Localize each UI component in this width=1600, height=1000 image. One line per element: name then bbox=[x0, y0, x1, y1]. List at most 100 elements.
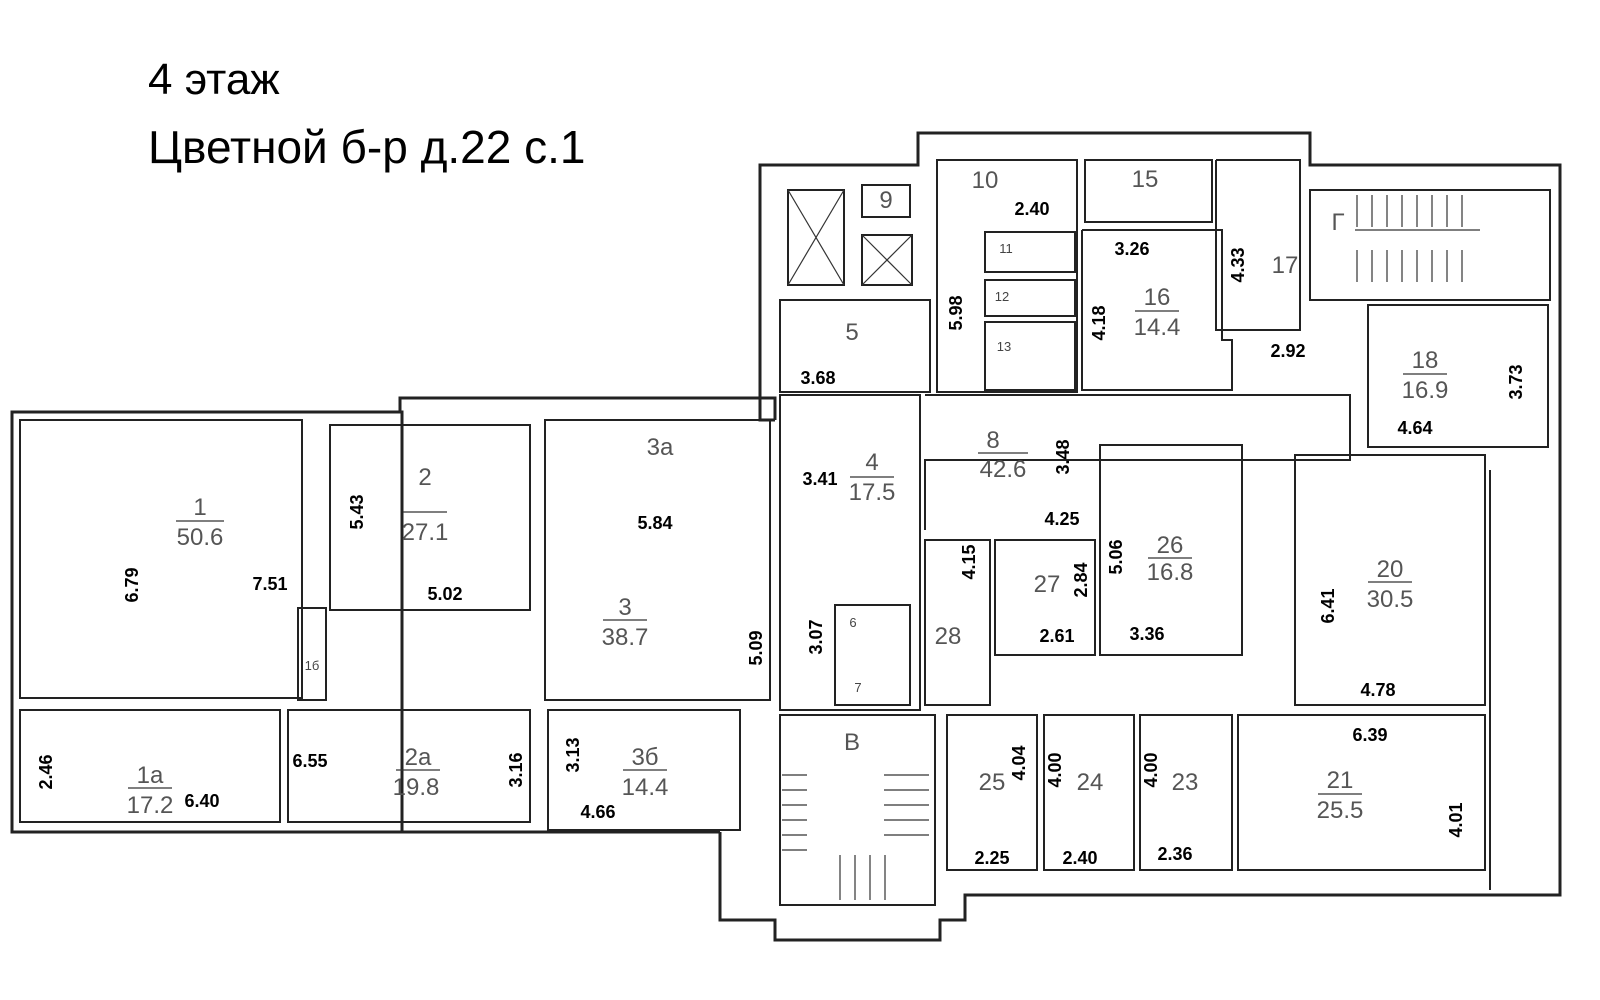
room-number: 26 bbox=[1157, 532, 1184, 559]
room-24-walls bbox=[1043, 714, 1135, 871]
room-21-walls bbox=[1237, 714, 1486, 871]
stair-g-steps bbox=[1355, 195, 1480, 282]
room-2a-walls bbox=[287, 709, 531, 823]
room-number: 2 bbox=[418, 464, 431, 491]
dimension: 3.68 bbox=[800, 368, 835, 388]
room-area: 27.1 bbox=[402, 519, 449, 546]
dimension: 4.66 bbox=[580, 802, 615, 822]
dimension: 3.36 bbox=[1129, 624, 1164, 644]
dimension: 5.06 bbox=[1106, 539, 1126, 574]
dimension: 4.15 bbox=[959, 544, 979, 579]
dimension: 3.13 bbox=[563, 737, 583, 772]
dimension: 4.00 bbox=[1141, 752, 1161, 787]
room-area: 42.6 bbox=[980, 456, 1027, 483]
room-9-walls bbox=[861, 184, 911, 218]
room-number: 27 bbox=[1034, 571, 1061, 598]
room-number: 7 bbox=[854, 680, 861, 695]
dimension: 2.46 bbox=[36, 754, 56, 789]
room-number: 1б bbox=[305, 658, 320, 673]
room-area: 50.6 bbox=[177, 524, 224, 551]
dimension: 6.55 bbox=[292, 751, 327, 771]
stair-b-walls bbox=[779, 714, 936, 906]
room-area: 38.7 bbox=[602, 624, 649, 651]
dimension: 4.25 bbox=[1044, 509, 1079, 529]
room-4-walls bbox=[779, 394, 921, 711]
room-number: 28 bbox=[935, 623, 962, 650]
room-number: 3а bbox=[647, 434, 674, 461]
room-3-walls bbox=[544, 419, 771, 701]
room-number: 11 bbox=[999, 241, 1013, 256]
room-8-walls bbox=[924, 394, 1351, 530]
dimension: 2.25 bbox=[974, 848, 1009, 868]
room-3b-walls bbox=[547, 709, 741, 831]
room-2-walls bbox=[329, 424, 531, 611]
middle-top-wall bbox=[398, 396, 777, 420]
stair-b-steps bbox=[782, 774, 929, 900]
room-area: 16.9 bbox=[1402, 377, 1449, 404]
room-number: 6 bbox=[849, 615, 856, 630]
room-10-walls bbox=[936, 159, 1078, 393]
room-number: 1а bbox=[137, 762, 164, 789]
room-area: 25.5 bbox=[1317, 797, 1364, 824]
room-11-walls bbox=[984, 231, 1076, 273]
room-number: 25 bbox=[979, 769, 1006, 796]
room-number: 20 bbox=[1377, 556, 1404, 583]
dimension: 2.84 bbox=[1071, 562, 1091, 597]
dimension: 3.07 bbox=[806, 619, 826, 654]
room-area: 14.4 bbox=[1134, 314, 1181, 341]
stair-label: Г bbox=[1332, 209, 1345, 236]
room-number: 4 bbox=[865, 449, 878, 476]
room-number: 16 bbox=[1144, 284, 1171, 311]
dimension: 3.16 bbox=[506, 752, 526, 787]
room-number: 24 bbox=[1077, 769, 1104, 796]
dimension: 2.36 bbox=[1157, 844, 1192, 864]
room-28-walls bbox=[924, 539, 991, 706]
dimension: 4.04 bbox=[1009, 745, 1029, 780]
room-15-walls bbox=[1084, 159, 1213, 223]
room-5-walls bbox=[779, 299, 931, 393]
dimension: 2.40 bbox=[1062, 848, 1097, 868]
bottom-wall bbox=[718, 832, 1490, 942]
left-wing-outer-wall bbox=[10, 410, 404, 834]
address-title: Цветной б-р д.22 с.1 bbox=[148, 121, 586, 173]
room-area: 19.8 bbox=[393, 774, 440, 801]
room-number: 17 bbox=[1272, 252, 1299, 279]
room-number: 13 bbox=[997, 339, 1011, 354]
dimension: 4.01 bbox=[1446, 802, 1466, 837]
room-number: 9 bbox=[879, 187, 892, 214]
room-number: 3 bbox=[618, 594, 631, 621]
room-1a-walls bbox=[19, 709, 281, 823]
dimension: 2.92 bbox=[1270, 341, 1305, 361]
room-17-walls bbox=[1215, 159, 1301, 331]
room-number: 2а bbox=[405, 744, 432, 771]
dimension: 2.40 bbox=[1014, 199, 1049, 219]
dimension: 2.61 bbox=[1039, 626, 1074, 646]
dimension: 7.51 bbox=[252, 574, 287, 594]
room-13-walls bbox=[984, 321, 1076, 391]
room-26-walls bbox=[1099, 444, 1243, 656]
room-number: 10 bbox=[972, 167, 999, 194]
room-number: 5 bbox=[845, 319, 858, 346]
dimension: 4.78 bbox=[1360, 680, 1395, 700]
dimension: 5.43 bbox=[347, 494, 367, 529]
dimension: 6.39 bbox=[1352, 725, 1387, 745]
dimension: 3.73 bbox=[1506, 364, 1526, 399]
room-20-walls bbox=[1294, 454, 1486, 706]
room-1b-walls bbox=[297, 607, 327, 701]
dimension-labels: 6.79 7.51 5.43 5.02 5.84 5.09 3.41 3.07 … bbox=[36, 199, 1526, 868]
dimension: 6.40 bbox=[184, 791, 219, 811]
room-number: 8 bbox=[986, 427, 999, 454]
dimension: 4.64 bbox=[1397, 418, 1432, 438]
dimension: 3.26 bbox=[1114, 239, 1149, 259]
room-number: 15 bbox=[1132, 166, 1159, 193]
room-27-walls bbox=[994, 539, 1096, 656]
room-number: 23 bbox=[1172, 769, 1199, 796]
dimension: 5.02 bbox=[427, 584, 462, 604]
room-area: 17.5 bbox=[849, 479, 896, 506]
room-area: 17.2 bbox=[127, 792, 174, 819]
room-number: 1 bbox=[193, 494, 206, 521]
dimension: 5.09 bbox=[746, 630, 766, 665]
room-area: 30.5 bbox=[1367, 586, 1414, 613]
dimension: 3.41 bbox=[802, 469, 837, 489]
